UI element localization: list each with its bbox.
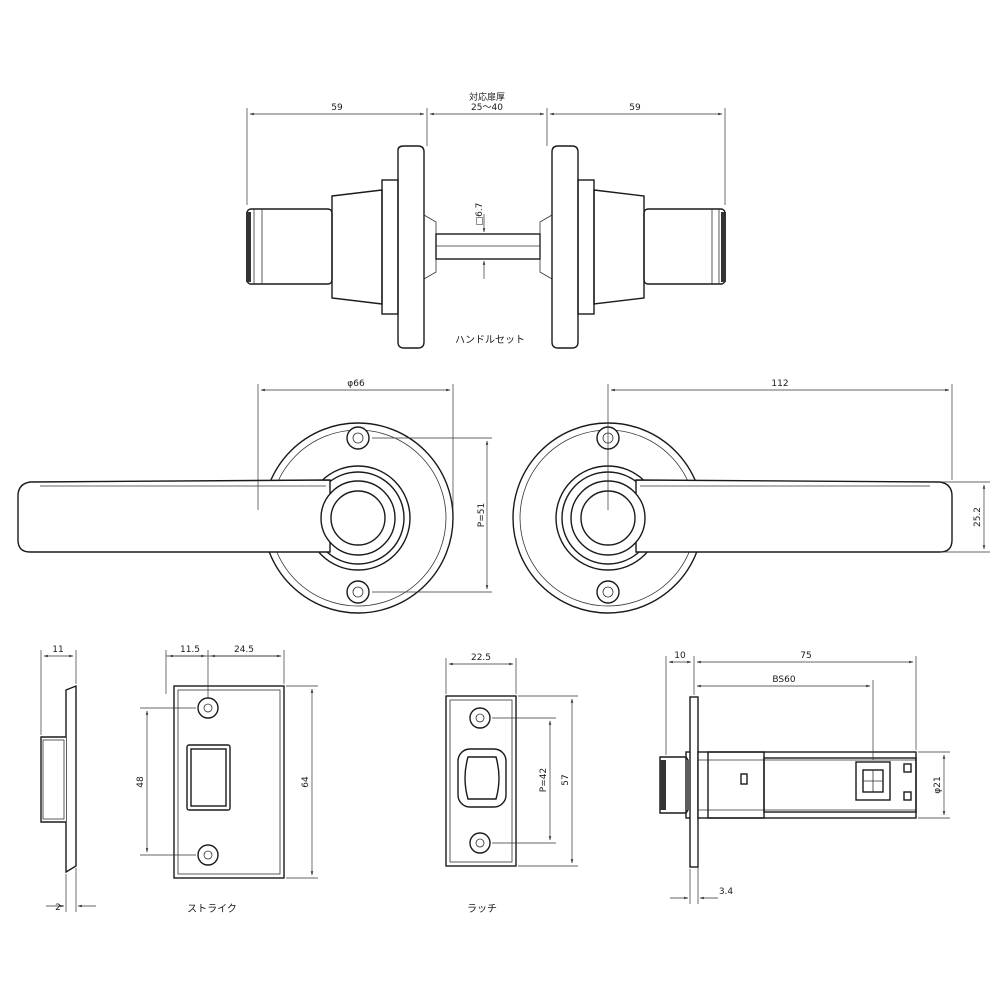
label-handle-set: ハンドルセット bbox=[455, 334, 525, 346]
dim-strike-depth: 11 bbox=[52, 645, 63, 655]
label-strike: ストライク bbox=[187, 903, 237, 915]
dim-rose-screw-pitch: P=51 bbox=[477, 503, 487, 527]
dim-spindle-size: □6.7 bbox=[475, 203, 485, 226]
dim-latch-total-length: 75 bbox=[800, 651, 811, 661]
dim-lever-length: 112 bbox=[771, 379, 788, 389]
dim-strike-width-2: 24.5 bbox=[234, 645, 254, 655]
dim-backset: BS60 bbox=[772, 675, 795, 685]
dim-lever-height: 25.2 bbox=[973, 507, 983, 527]
dim-latch-diameter: φ21 bbox=[933, 776, 943, 793]
dim-strike-plate-thickness: 2 bbox=[55, 903, 61, 913]
dim-rose-diameter: φ66 bbox=[347, 379, 365, 389]
dim-strike-height: 64 bbox=[301, 776, 311, 788]
dim-latch-face-depth: 10 bbox=[674, 651, 686, 661]
dim-handle-left-length: 59 bbox=[331, 103, 343, 113]
handle-set-side-view: 59 対応扉厚 25～40 59 □6.7 ハンドルセット bbox=[246, 91, 726, 349]
dim-strike-screw-pitch: 48 bbox=[136, 776, 146, 788]
dim-handle-right-length: 59 bbox=[629, 103, 641, 113]
dim-latch-height: 57 bbox=[561, 774, 571, 785]
label-latch: ラッチ bbox=[467, 903, 497, 915]
dim-door-thickness-label: 対応扉厚 bbox=[469, 91, 505, 103]
lever-left-front-view: φ66 P=51 bbox=[17, 379, 492, 614]
dim-latch-screw-pitch: P=42 bbox=[539, 768, 549, 792]
latch-front-view: 22.5 P=42 57 ラッチ bbox=[445, 653, 578, 915]
strike-side-view: 11 2 bbox=[40, 645, 96, 913]
latch-side-view: 10 75 BS60 φ21 3.4 bbox=[659, 651, 950, 904]
lever-right-front-view: 112 25.2 bbox=[512, 379, 990, 614]
dim-latch-front-offset: 3.4 bbox=[719, 887, 734, 897]
strike-front-view: 11.5 24.5 48 64 ストライク bbox=[136, 645, 318, 915]
dim-latch-width: 22.5 bbox=[471, 653, 491, 663]
dim-door-thickness-range: 25～40 bbox=[471, 103, 503, 113]
dim-strike-width-1: 11.5 bbox=[180, 645, 200, 655]
